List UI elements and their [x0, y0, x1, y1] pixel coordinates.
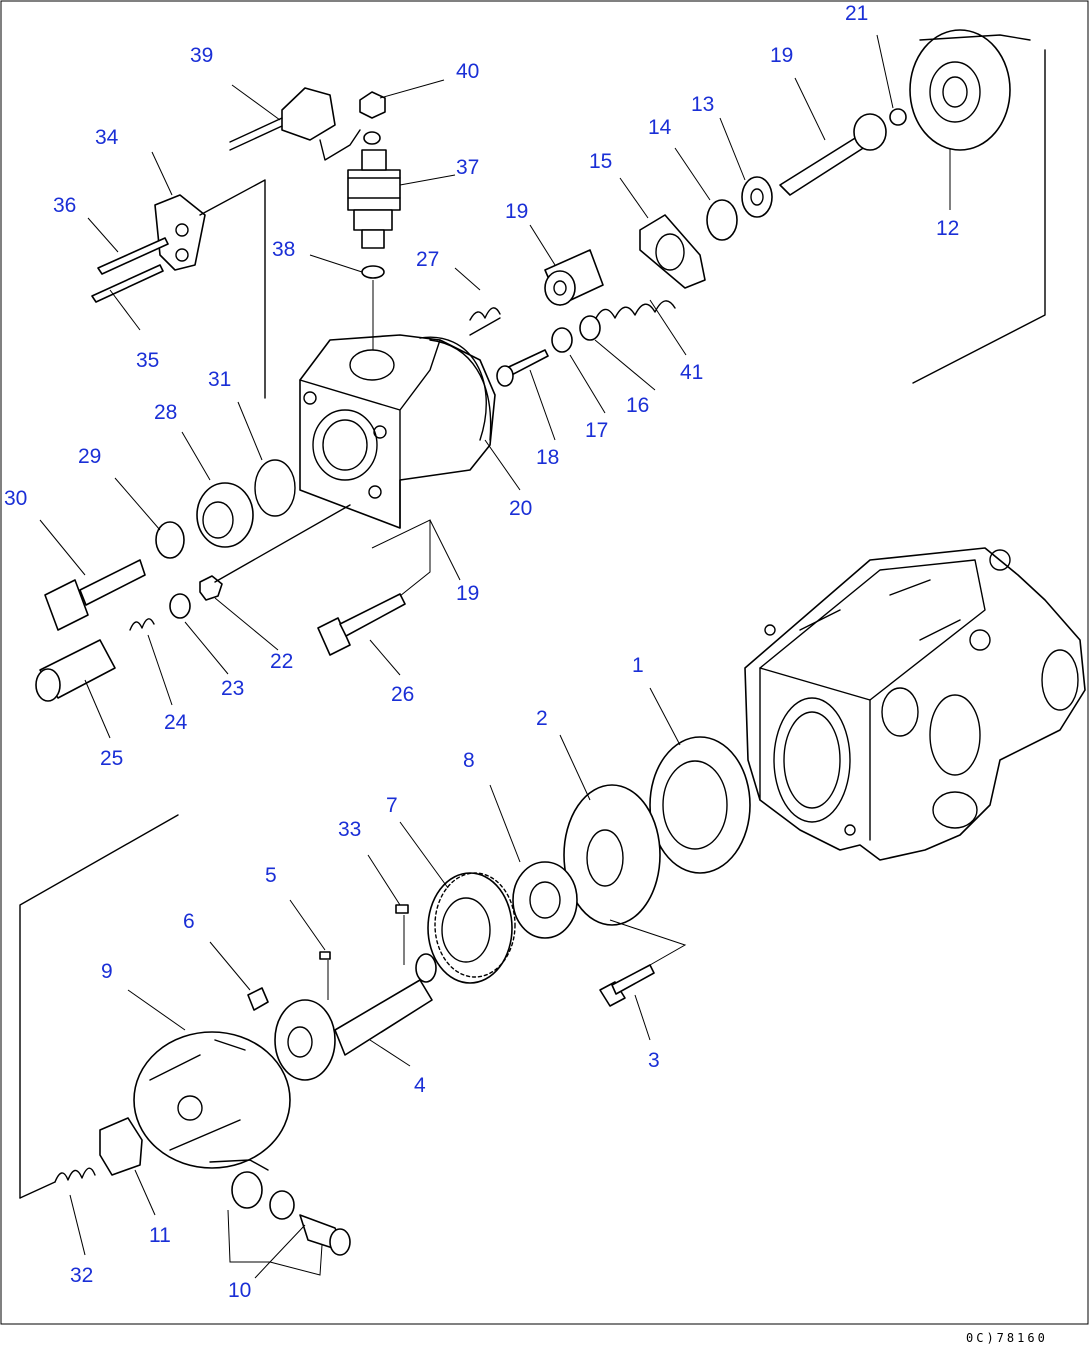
callout-10: 10 — [228, 1279, 251, 1302]
gear-7 — [427, 872, 516, 984]
spring-seat-11 — [99, 1117, 143, 1176]
flange-15 — [639, 214, 706, 289]
callout-20: 20 — [509, 497, 532, 520]
distributor-head — [299, 334, 496, 529]
connector-39 — [229, 87, 381, 161]
callout-19-shaft: 19 — [770, 44, 793, 67]
pump-housing — [744, 547, 1086, 861]
callout-30: 30 — [4, 487, 27, 510]
callout-11: 11 — [149, 1224, 171, 1247]
leader-lines — [39, 34, 951, 1279]
bracket-34 — [154, 194, 206, 271]
callout-25: 25 — [100, 747, 123, 770]
callout-15: 15 — [589, 150, 612, 173]
callout-19-sleeve: 19 — [505, 200, 528, 223]
spring-32 — [54, 1167, 96, 1183]
callout-6: 6 — [183, 910, 195, 933]
spring-27 — [469, 307, 501, 321]
callout-41: 41 — [680, 361, 703, 384]
callout-17: 17 — [585, 419, 608, 442]
callout-labels: 1 2 3 4 5 6 7 8 9 10 11 12 13 14 15 16 1… — [4, 2, 959, 1302]
plug-28 — [196, 482, 254, 548]
callout-4: 4 — [414, 1074, 426, 1097]
o-ring-38 — [361, 265, 385, 279]
o-ring-20 — [419, 336, 487, 441]
shim-14 — [706, 199, 738, 241]
callout-12: 12 — [936, 217, 959, 240]
end-cover-12 — [909, 29, 1031, 151]
bolt-3 — [599, 964, 655, 1007]
drive-shaft-4 — [274, 953, 437, 1081]
spring-41 — [594, 300, 676, 321]
washer-29 — [155, 521, 185, 559]
callout-39: 39 — [190, 44, 213, 67]
shaft-19-top — [779, 108, 907, 196]
pin-set-10 — [231, 1171, 351, 1256]
callout-19-head: 19 — [456, 582, 479, 605]
phantom-lines — [19, 49, 1046, 1199]
callout-16: 16 — [626, 394, 649, 417]
solenoid-37 — [347, 149, 401, 249]
callout-7: 7 — [386, 794, 398, 817]
callout-38: 38 — [272, 238, 295, 261]
nut-40 — [359, 91, 386, 119]
callout-18: 18 — [536, 446, 559, 469]
washer-16 — [579, 315, 601, 341]
callout-29: 29 — [78, 445, 101, 468]
bolt-35 — [91, 264, 164, 303]
bolt-26 — [317, 593, 406, 656]
bolt-36 — [97, 237, 169, 275]
washer-13 — [741, 176, 773, 218]
valve-25 — [35, 639, 116, 702]
callout-14: 14 — [648, 116, 672, 139]
weight-holder-9 — [133, 1031, 291, 1169]
o-ring-31 — [254, 459, 296, 517]
callout-23: 23 — [221, 677, 244, 700]
ring-8 — [512, 861, 578, 939]
key-5 — [319, 951, 331, 960]
callout-27: 27 — [416, 248, 439, 271]
callout-28: 28 — [154, 401, 177, 424]
callout-1: 1 — [632, 654, 644, 677]
key-33 — [395, 904, 409, 914]
bolt-30 — [44, 559, 146, 631]
callout-32: 32 — [70, 1264, 93, 1287]
callout-8: 8 — [463, 749, 475, 772]
callout-33: 33 — [338, 818, 361, 841]
plate-2 — [563, 784, 661, 926]
callout-21: 21 — [845, 2, 868, 25]
callout-24: 24 — [164, 711, 188, 734]
sleeve-19 — [544, 249, 604, 306]
callout-22: 22 — [270, 650, 293, 673]
washer-17 — [551, 327, 573, 353]
drawing-code: 0C)78160 — [966, 1331, 1048, 1345]
callout-37: 37 — [456, 156, 479, 179]
callout-31: 31 — [208, 368, 231, 391]
callout-26: 26 — [391, 683, 414, 706]
callout-34: 34 — [95, 126, 119, 149]
nut-22 — [199, 575, 223, 601]
callout-9: 9 — [101, 960, 113, 983]
cam-plate-1 — [649, 736, 751, 874]
spring-24 — [129, 618, 155, 631]
callout-40: 40 — [456, 60, 479, 83]
fitting-23 — [169, 593, 191, 619]
callout-35: 35 — [136, 349, 159, 372]
callout-36: 36 — [53, 194, 76, 217]
callout-2: 2 — [536, 707, 548, 730]
callout-13: 13 — [691, 93, 714, 116]
clip-6 — [247, 987, 269, 1011]
callout-3: 3 — [648, 1049, 660, 1072]
callout-5: 5 — [265, 864, 277, 887]
